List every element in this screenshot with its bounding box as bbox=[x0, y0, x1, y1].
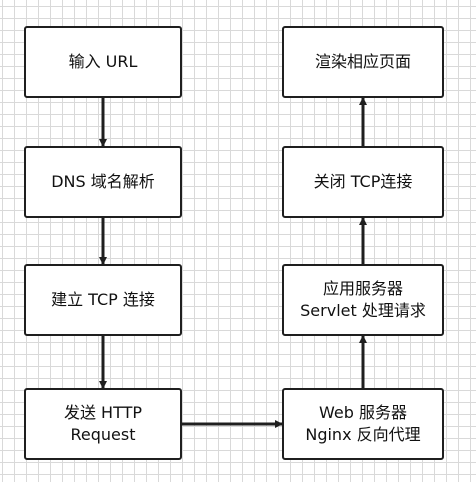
step-label: 建立 TCP 连接 bbox=[51, 290, 155, 309]
step-label: 输入 URL bbox=[68, 52, 138, 71]
step-label: 渲染相应页面 bbox=[314, 52, 411, 71]
step-close-tcp: 关闭 TCP连接 bbox=[282, 146, 444, 218]
step-send-request: 发送 HTTP Request bbox=[24, 388, 182, 460]
step-web-server: Web 服务器 Nginx 反向代理 bbox=[282, 388, 444, 460]
step-render-page: 渲染相应页面 bbox=[282, 26, 444, 98]
step-label: 关闭 TCP连接 bbox=[313, 172, 413, 191]
step-dns-resolve: DNS 域名解析 bbox=[24, 146, 182, 218]
step-label: Web 服务器 Nginx 反向代理 bbox=[305, 403, 421, 444]
step-label: 发送 HTTP Request bbox=[63, 403, 143, 444]
step-tcp-connect: 建立 TCP 连接 bbox=[24, 264, 182, 336]
step-label: DNS 域名解析 bbox=[51, 172, 155, 191]
step-input-url: 输入 URL bbox=[24, 26, 182, 98]
step-label: 应用服务器 Servlet 处理请求 bbox=[300, 279, 426, 320]
step-app-server: 应用服务器 Servlet 处理请求 bbox=[282, 264, 444, 336]
